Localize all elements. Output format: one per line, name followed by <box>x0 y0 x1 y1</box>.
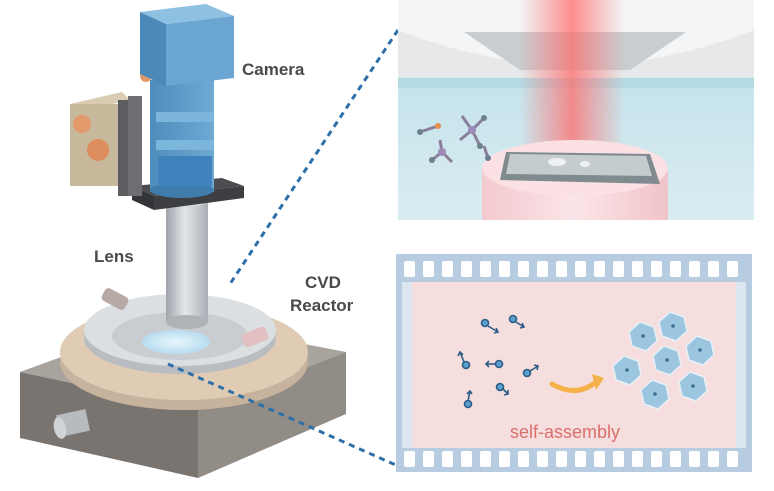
hexagon-crystal-cluster <box>612 311 715 410</box>
label-reactor-line1: CVD <box>305 273 341 292</box>
callout-line-bottom <box>167 362 399 468</box>
moving-particles <box>457 314 539 409</box>
camera-assembly <box>140 4 234 198</box>
gas-inlet-right <box>241 326 269 348</box>
camera-box-side <box>140 12 166 86</box>
curved-arrow-icon <box>549 374 604 393</box>
callout-line-top <box>228 29 400 285</box>
dot-arrow-icon <box>457 350 471 370</box>
hexagon-icon <box>628 321 658 352</box>
label-camera: Camera <box>242 60 305 79</box>
dot-arrow-icon <box>484 359 504 369</box>
reactor-window <box>142 330 210 354</box>
label-lens: Lens <box>94 247 134 266</box>
microscope-illustration: Camera Lens CVD Reactor <box>20 4 354 478</box>
film-sprocket-holes-bottom <box>404 451 738 467</box>
focus-knob-top <box>73 115 91 133</box>
hexagon-icon <box>658 311 688 342</box>
camera-box-top <box>140 4 234 24</box>
self-assembly-caption: self-assembly <box>510 422 620 442</box>
dot-arrow-icon <box>480 318 500 334</box>
precursor-molecules <box>417 115 491 164</box>
focus-knob-middle <box>87 139 109 161</box>
hexagon-icon <box>685 335 715 366</box>
hexagon-icon <box>652 345 682 376</box>
camera-box-front <box>166 16 234 86</box>
base-knob <box>53 409 90 439</box>
film-strip-panel: self-assembly <box>396 254 752 472</box>
film-sprocket-holes-top <box>404 261 738 277</box>
callout-lines <box>167 29 400 468</box>
molecule-cluster-1 <box>459 115 487 149</box>
lens-cylinder <box>166 193 208 329</box>
reactor-disk <box>60 288 308 410</box>
dot-arrow-icon <box>463 389 473 409</box>
dot-arrow-icon <box>508 314 526 329</box>
hexagon-icon <box>612 355 642 386</box>
chamber-cutaway-panel <box>398 0 754 220</box>
hexagon-icon <box>678 371 708 402</box>
hexagon-icon <box>640 379 670 410</box>
label-reactor-line2: Reactor <box>290 296 354 315</box>
dot-arrow-icon <box>522 364 539 378</box>
dot-arrow-icon <box>495 382 509 396</box>
focus-bracket <box>70 70 152 196</box>
gas-inlet-left <box>101 288 129 310</box>
molecule-cluster-2 <box>429 139 454 164</box>
